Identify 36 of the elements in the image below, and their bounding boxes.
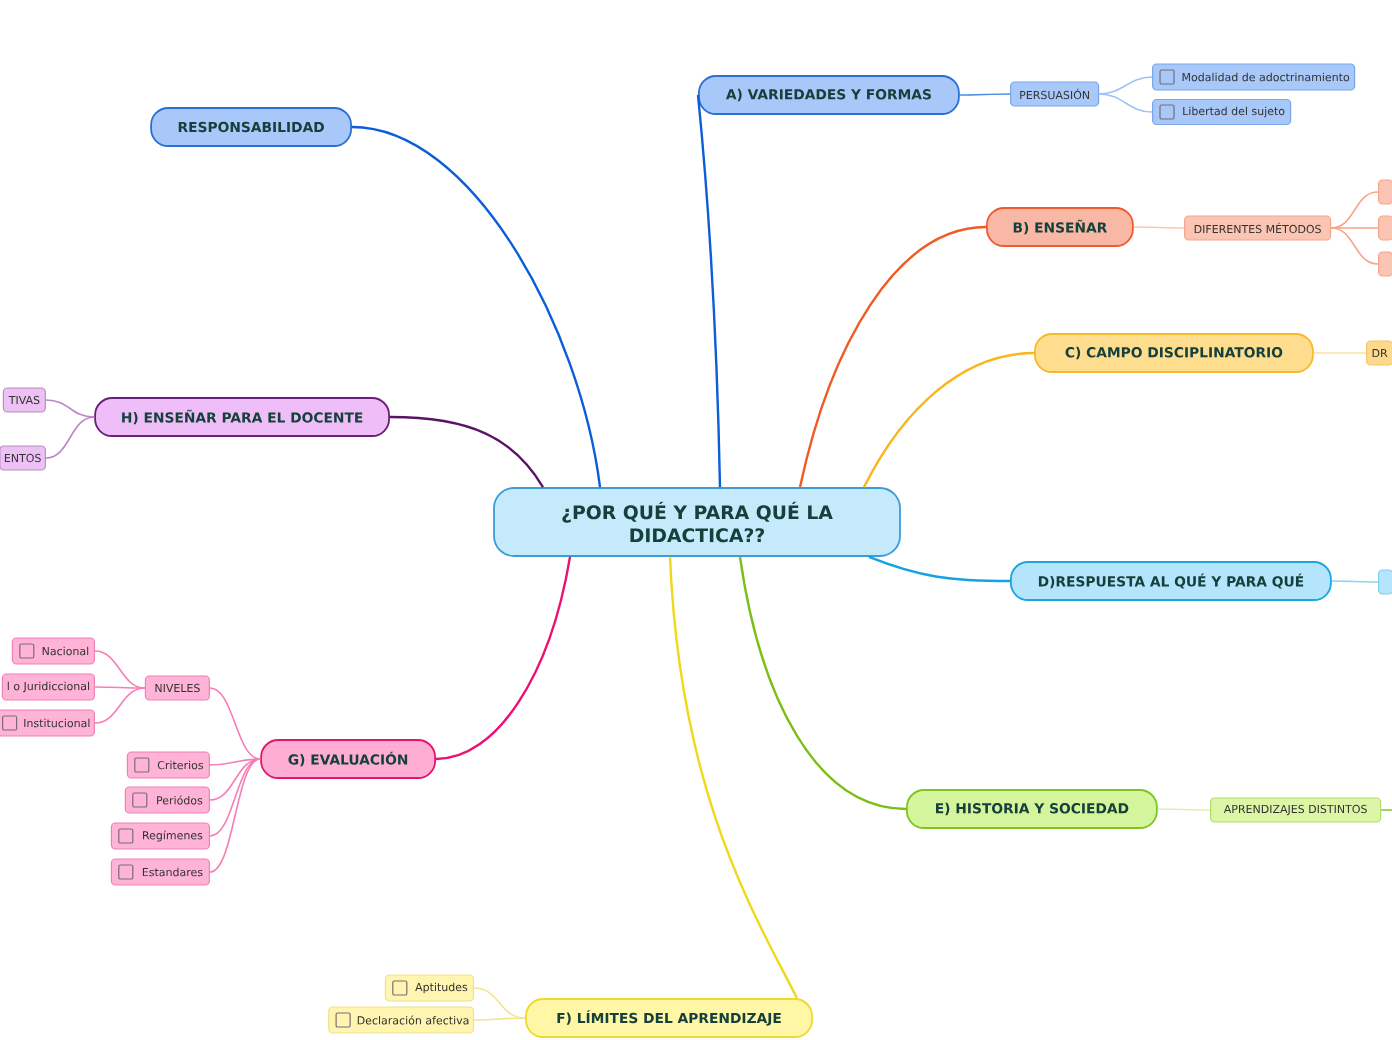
connector-line bbox=[1330, 191, 1379, 229]
connector-line bbox=[1331, 580, 1379, 583]
connector-line bbox=[209, 758, 261, 766]
subtopic-box bbox=[1378, 179, 1392, 205]
connector-line bbox=[1313, 352, 1367, 354]
connector-line bbox=[1133, 226, 1185, 229]
branch-line bbox=[738, 556, 907, 811]
branch-line bbox=[696, 94, 722, 488]
branch-line bbox=[798, 225, 987, 488]
connector-line bbox=[45, 399, 95, 418]
subtopic-box bbox=[1378, 251, 1392, 277]
branch-line bbox=[351, 125, 602, 488]
connector-line bbox=[1098, 93, 1153, 113]
connector-line bbox=[1330, 227, 1379, 229]
connector-line bbox=[209, 758, 261, 801]
branch-line bbox=[668, 556, 798, 999]
connector-line bbox=[1098, 76, 1153, 95]
connector-line bbox=[94, 687, 146, 724]
connector-line bbox=[94, 650, 146, 689]
branch-line bbox=[868, 555, 1010, 583]
connector-line bbox=[1330, 227, 1379, 265]
branch-line bbox=[390, 415, 544, 488]
branch-line bbox=[862, 351, 1035, 488]
connector-line bbox=[1380, 809, 1392, 811]
branch-line bbox=[435, 556, 572, 761]
connector-line bbox=[209, 687, 261, 760]
connector-line bbox=[209, 758, 261, 873]
subtopic-box bbox=[1378, 215, 1392, 241]
connector-line bbox=[94, 686, 146, 689]
connector-line bbox=[959, 93, 1011, 96]
connector-line bbox=[473, 1017, 526, 1021]
connector-line bbox=[45, 416, 95, 459]
connector-line bbox=[1157, 808, 1211, 811]
subtopic-box bbox=[1378, 569, 1392, 595]
central-topic-box: ¿POR QUÉ Y PARA QUÉ LA DIDACTICA?? bbox=[493, 487, 901, 557]
connector-line bbox=[209, 758, 261, 837]
